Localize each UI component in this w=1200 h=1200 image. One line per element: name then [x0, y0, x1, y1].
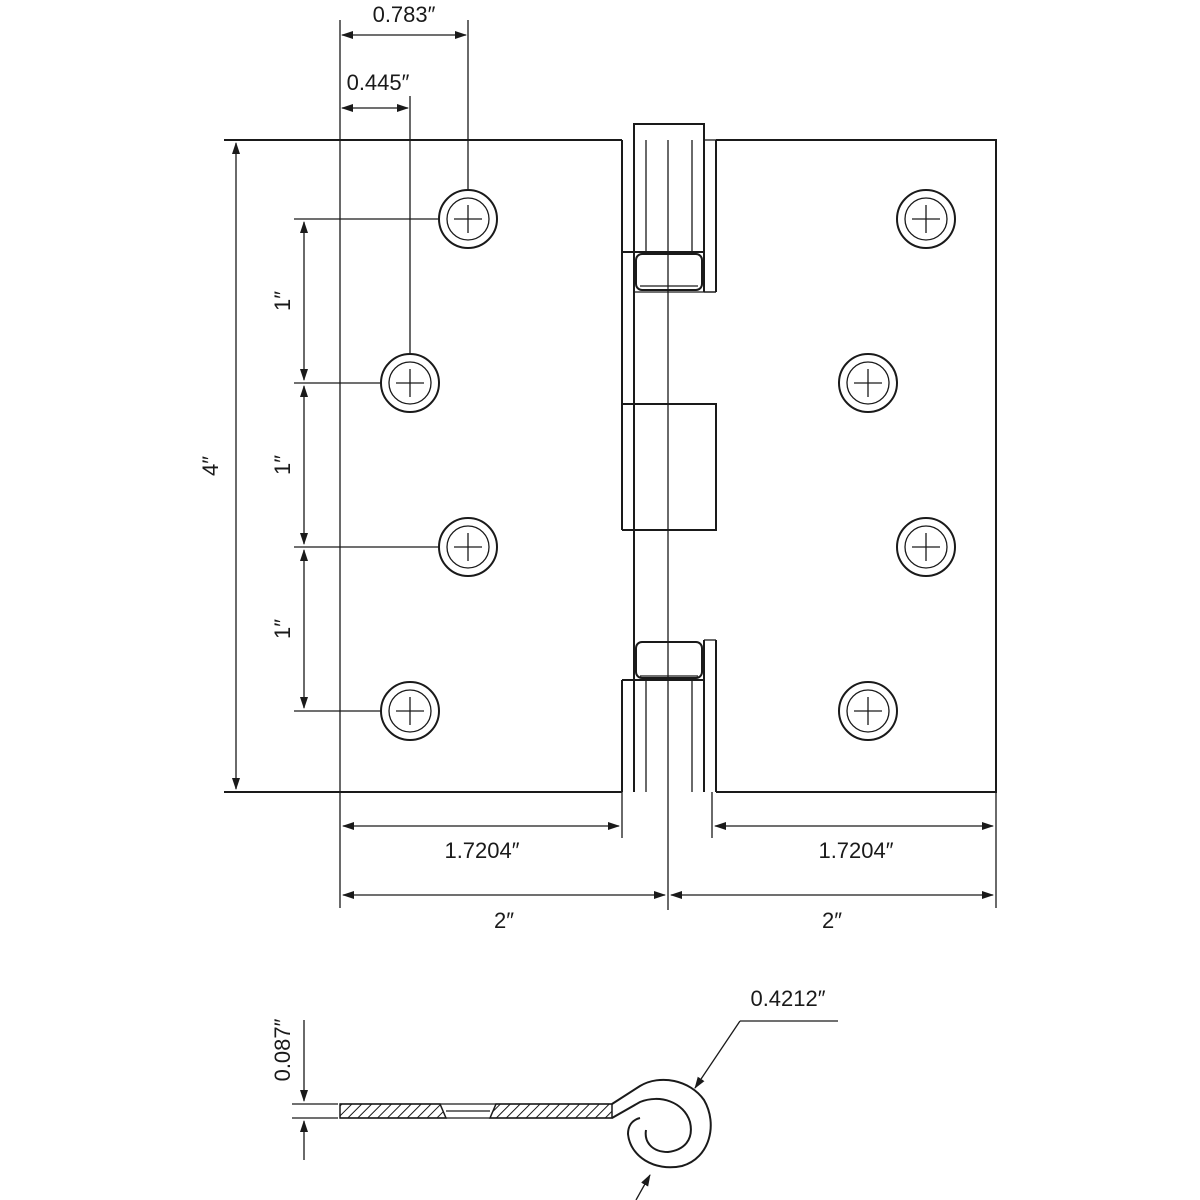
- dimension-leaf-widths: 1.7204″ 1.7204″: [339, 792, 997, 908]
- dimension-half-widths: 2″ 2″: [342, 891, 994, 933]
- dim-label-half-left: 2″: [494, 908, 514, 933]
- dim-label-thickness: 0.087″: [270, 1018, 295, 1081]
- hinge-cross-section: [339, 1078, 712, 1169]
- screw-hole-icon: [838, 353, 898, 413]
- dimension-height: 4″: [198, 142, 240, 790]
- hinge-knuckle: [621, 123, 717, 910]
- dim-label-knuckle: 0.4212″: [750, 986, 825, 1011]
- screw-hole-icon: [380, 353, 440, 413]
- screw-hole-icon: [438, 189, 498, 249]
- dim-label-leaf-right: 1.7204″: [818, 838, 893, 863]
- right-leaf: [715, 139, 997, 793]
- screw-holes-left: [380, 189, 498, 741]
- left-leaf: [224, 139, 623, 793]
- dim-label-spacing-3: 1″: [270, 619, 295, 639]
- dimension-knuckle-diameter: 0.4212″: [635, 986, 838, 1200]
- dimension-hole-spacing: 1″ 1″ 1″: [270, 218, 440, 712]
- dim-label-0783: 0.783″: [373, 2, 436, 27]
- dimension-hole-offset-outer: 0.783″: [339, 2, 469, 190]
- screw-holes-right: [838, 189, 956, 741]
- dim-label-leaf-left: 1.7204″: [444, 838, 519, 863]
- screw-hole-icon: [438, 517, 498, 577]
- dim-label-0445: 0.445″: [347, 70, 410, 95]
- screw-hole-icon: [380, 681, 440, 741]
- dim-label-spacing-2: 1″: [270, 455, 295, 475]
- dim-label-height: 4″: [198, 456, 223, 476]
- screw-hole-icon: [896, 517, 956, 577]
- dimension-hole-offset-inner: 0.445″: [341, 70, 411, 354]
- dim-label-spacing-1: 1″: [270, 291, 295, 311]
- screw-hole-icon: [896, 189, 956, 249]
- dim-label-half-right: 2″: [822, 908, 842, 933]
- screw-hole-icon: [838, 681, 898, 741]
- dimension-thickness: 0.087″: [270, 1018, 338, 1160]
